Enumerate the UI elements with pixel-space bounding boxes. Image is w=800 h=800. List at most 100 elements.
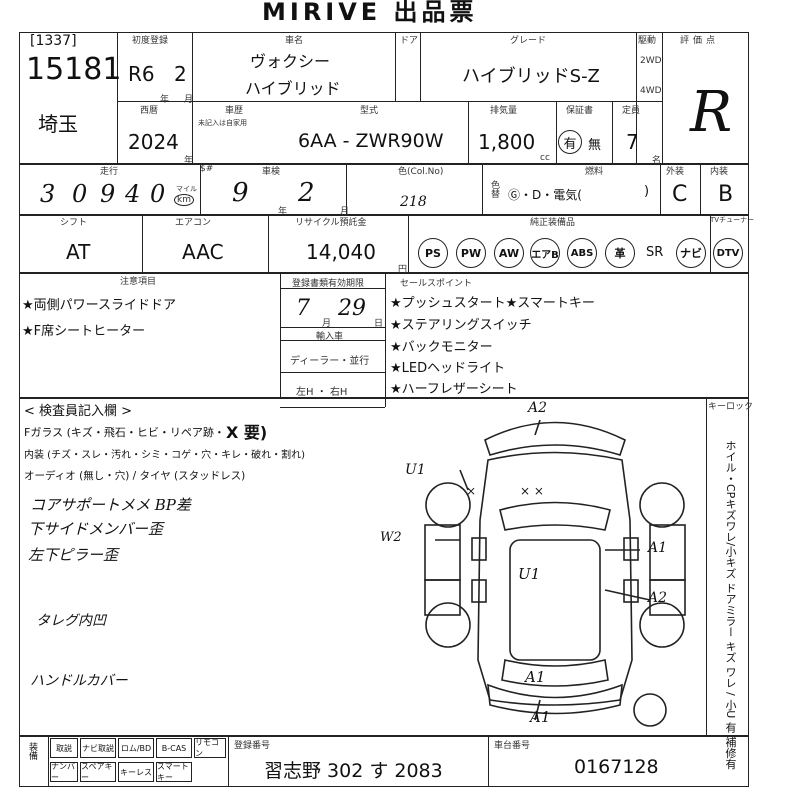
region: 埼玉 — [38, 112, 78, 136]
interior-grade: B — [718, 182, 734, 207]
handwritten-note: 左下ピラー歪 — [28, 546, 119, 564]
caution-label: 注意項目 — [120, 277, 157, 287]
diagram-mark: × — [466, 484, 477, 498]
divider — [700, 163, 701, 214]
shift-label: シフト — [60, 218, 88, 228]
divider — [117, 101, 662, 102]
divider — [19, 214, 749, 216]
divider — [280, 327, 385, 328]
option-abs: ABS — [567, 238, 597, 268]
keylock-label: キーロック — [708, 402, 754, 412]
diagram-mark: A2 — [528, 400, 548, 416]
history-note: 未記入は自家用 — [198, 119, 247, 127]
import-handle: 左H ・ 右H — [296, 387, 348, 398]
footer-item-text: スマートキー — [157, 762, 189, 782]
shaken-year-unit: 年 — [278, 207, 288, 217]
footer-item-text: 取説 — [56, 743, 72, 753]
form-frame — [19, 32, 749, 787]
option-aw: AW — [494, 238, 524, 268]
mileage-digit: 9 — [100, 180, 116, 208]
option-airbag: エアB — [530, 238, 560, 268]
option-sr: SR — [646, 245, 664, 260]
glass-line: Fガラス (キズ・飛石・ヒビ・リペア跡・ — [24, 426, 225, 439]
reg-month: 7 — [296, 296, 310, 321]
divider — [192, 32, 193, 163]
handwritten-note: ハンドルカバー — [30, 673, 128, 689]
score: R — [690, 80, 733, 145]
option-navi-text: ナビ — [680, 247, 702, 260]
divider — [395, 32, 396, 102]
warranty-no: 無 — [588, 138, 602, 153]
recycle-unit: 円 — [398, 265, 408, 275]
displacement-unit: cc — [540, 153, 550, 163]
divider — [280, 372, 385, 373]
reg-deadline-label: 登録書類有効期限 — [292, 279, 365, 289]
footer-item-text: リモコン — [195, 738, 219, 758]
option-abs-text: ABS — [570, 247, 594, 259]
aircon: AAC — [182, 240, 224, 264]
color-label: 色(Col.No) — [398, 167, 444, 177]
footer-item: キーレス — [118, 762, 154, 782]
aircon-label: エアコン — [175, 218, 212, 228]
diagram-mark: U1 — [518, 565, 541, 583]
glass-mark: X 要) — [226, 423, 268, 442]
shaken-month-unit: 月 — [340, 207, 350, 217]
plate-number: 習志野 302 す 2083 — [264, 760, 443, 782]
divider — [19, 272, 749, 274]
sales-label: セールスポイント — [400, 279, 473, 289]
fuel-close: ) — [644, 184, 650, 199]
month-unit: 月 — [184, 95, 194, 105]
shaken-label: 車検 — [262, 167, 281, 177]
diagram-mark: W2 — [380, 530, 402, 545]
footer-item-text: ナビ取説 — [82, 743, 114, 753]
exterior-grade: C — [672, 182, 688, 207]
displacement: 1,800 — [478, 130, 536, 154]
divider — [280, 407, 385, 408]
reg-day-unit: 日 — [374, 319, 384, 329]
score-label: 評価点 — [680, 36, 720, 46]
option-leather: 革 — [605, 238, 635, 268]
registration-era: R6 — [128, 62, 155, 86]
divider — [280, 340, 385, 341]
diagram-mark: A1 — [648, 540, 668, 556]
divider — [280, 272, 281, 397]
model-year-unit: 年 — [184, 156, 194, 166]
capacity: 7 — [626, 130, 639, 154]
plate-label: 登録番号 — [234, 741, 271, 751]
car-name: ヴォクシー — [250, 52, 331, 71]
reg-month-unit: 月 — [322, 319, 332, 329]
footer-item: B-CAS — [156, 738, 192, 758]
shaken-year: 9 — [232, 178, 249, 208]
footer-item-text: スペアキー — [81, 762, 113, 782]
footer-item: ナンバー — [50, 762, 78, 782]
fuel-label: 燃料 — [585, 167, 604, 177]
footer-item-text: ロム/BD — [120, 743, 152, 753]
car-name-label: 車名 — [285, 36, 304, 46]
recycle: 14,040 — [306, 240, 376, 264]
footer-item-text: ナンバー — [51, 762, 75, 782]
unit-mile: マイル — [176, 185, 197, 193]
diagram-mark: U1 — [405, 462, 426, 478]
audio-line: オーディオ (無し・穴) / タイヤ (スタッドレス) — [24, 470, 246, 482]
option-pw: PW — [456, 238, 486, 268]
sales-point: ★LEDヘッドライト — [390, 361, 506, 376]
registration-month: 2 — [174, 62, 187, 86]
sales-point: ★ハーフレザーシート — [390, 382, 518, 397]
diagram-mark: A1 — [525, 668, 546, 686]
model-year: 2024 — [128, 130, 179, 154]
footer-item-text: B-CAS — [161, 743, 187, 753]
divider — [280, 288, 385, 289]
option-leather-text: 革 — [614, 247, 626, 260]
option-aw-text: AW — [498, 246, 520, 260]
interior-line: 内装 (チズ・スレ・汚れ・シミ・コゲ・穴・キレ・破れ・割れ) — [24, 450, 305, 461]
divider — [662, 32, 663, 163]
divider — [420, 32, 421, 102]
option-pw-text: PW — [460, 246, 482, 260]
handwritten-note: 下サイドメンバー歪 — [28, 520, 164, 538]
car-subname: ハイブリッド — [245, 79, 341, 98]
footer-item: 取説 — [50, 738, 78, 758]
warranty-label: 保証書 — [566, 106, 594, 116]
caution-item: ★両側パワースライドドア — [22, 298, 177, 313]
mileage-digit: 4 — [125, 180, 141, 208]
warranty-yes-text: 有 — [563, 136, 577, 152]
